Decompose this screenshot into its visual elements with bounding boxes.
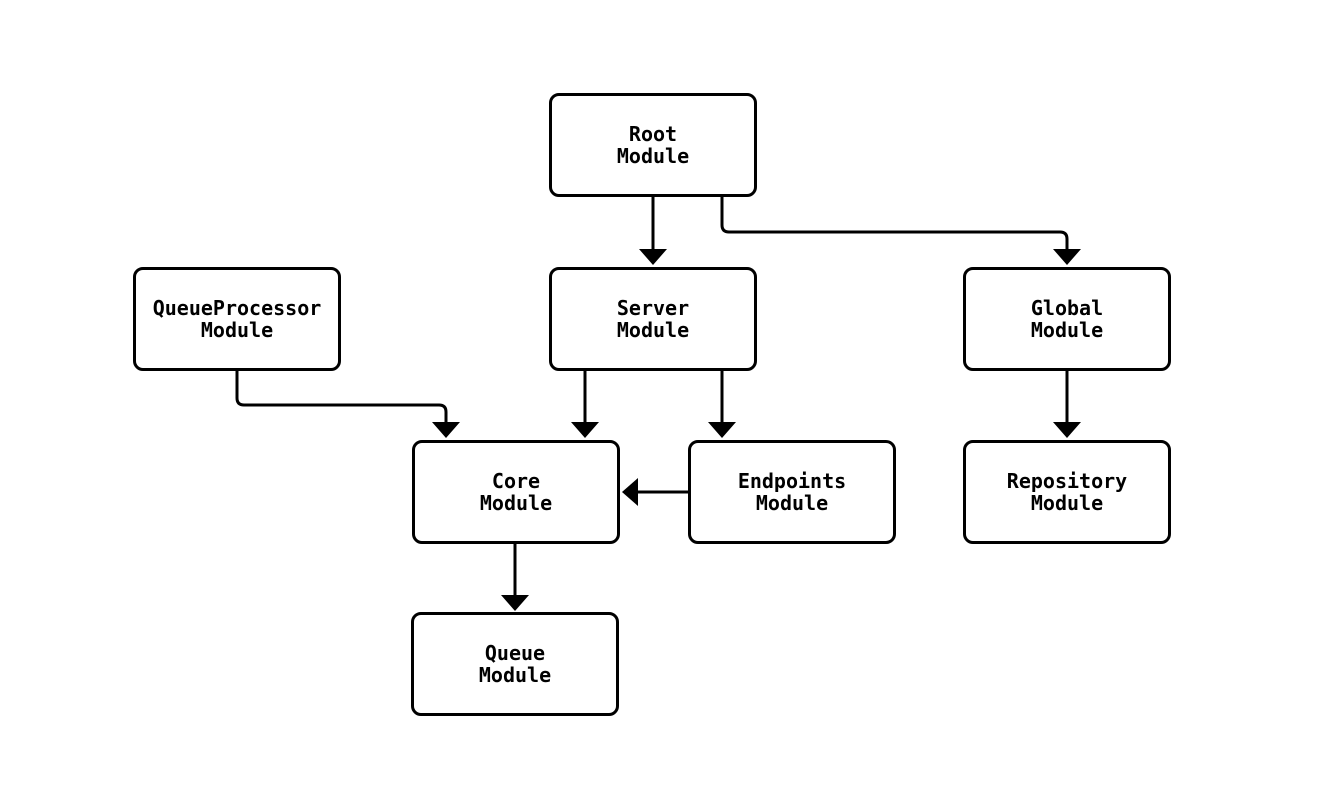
edge-root-to-server	[639, 196, 667, 265]
node-endpoints-module: Endpoints Module	[688, 440, 896, 544]
node-repository-module-label: Repository Module	[1006, 469, 1128, 515]
edge-core-to-queue	[501, 542, 529, 611]
node-core-module: Core Module	[412, 440, 620, 544]
node-core-module-label: Core Module	[479, 469, 553, 515]
edge-root-to-global	[720, 196, 1081, 265]
node-repository-module: Repository Module	[963, 440, 1171, 544]
node-queueprocessor-module: QueueProcessor Module	[133, 267, 341, 371]
node-server-module-label: Server Module	[616, 296, 690, 342]
node-root-module-label: Root Module	[616, 122, 690, 168]
node-queue-module: Queue Module	[411, 612, 619, 716]
edge-endpoints-to-core	[622, 478, 689, 506]
node-global-module-label: Global Module	[1030, 296, 1104, 342]
node-queueprocessor-module-label: QueueProcessor Module	[152, 296, 322, 342]
edge-global-to-repository	[1053, 370, 1081, 438]
edge-server-to-core	[571, 370, 599, 438]
node-queue-module-label: Queue Module	[478, 641, 552, 687]
node-root-module: Root Module	[549, 93, 757, 197]
edge-server-to-endpoints	[708, 370, 736, 438]
edge-queueprocessor-to-core	[235, 370, 460, 438]
node-endpoints-module-label: Endpoints Module	[737, 469, 847, 515]
node-global-module: Global Module	[963, 267, 1171, 371]
node-server-module: Server Module	[549, 267, 757, 371]
